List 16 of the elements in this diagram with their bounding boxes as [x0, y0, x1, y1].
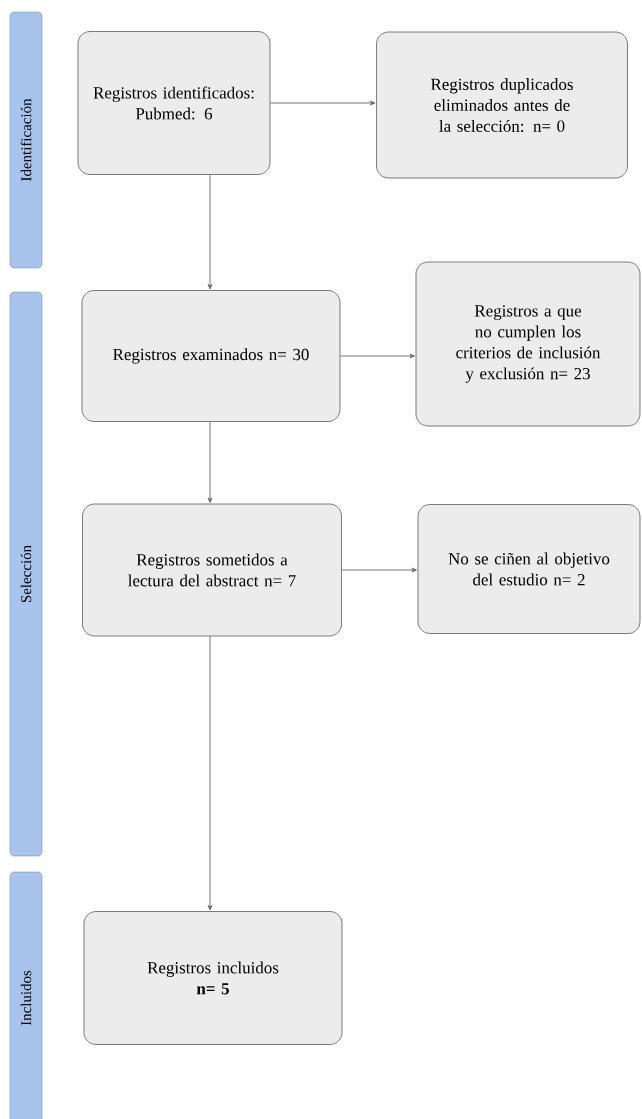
- process-box: Registros sometidos a lectura del abstract n= 7: [82, 503, 342, 637]
- process-box: Registros duplicados eliminados antes de la selección: n= 0: [376, 31, 628, 179]
- stage-band: Selección: [9, 291, 43, 857]
- arrow: [341, 567, 417, 573]
- stage-band: Identificación: [9, 11, 43, 269]
- process-box: Registros a que no cumplen los criterios de inclusión y exclusión n= 23: [415, 261, 641, 427]
- process-box: Registros identificados: Pubmed: 6: [77, 31, 271, 175]
- process-box: Registros examinados n= 30: [81, 290, 341, 422]
- arrow: [339, 353, 415, 359]
- process-box: Registros incluidos n= 5: [83, 911, 343, 1045]
- stage-band: Incluidos: [9, 871, 43, 1119]
- process-box: No se ciñen al objetivo del estudio n= 2: [417, 504, 641, 634]
- arrow: [269, 100, 376, 106]
- arrow: [207, 174, 213, 290]
- arrow: [207, 421, 213, 503]
- arrow: [207, 635, 213, 911]
